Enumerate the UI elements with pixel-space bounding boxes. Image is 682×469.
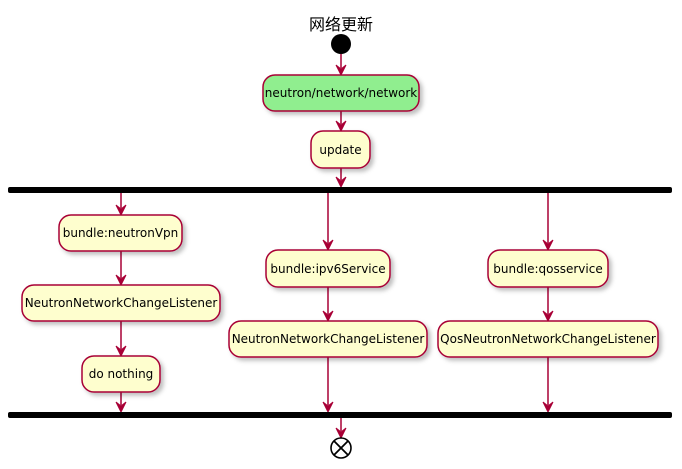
activity-update: update xyxy=(310,130,371,169)
arrow-start-to-endpoint xyxy=(335,64,347,77)
arrow-join-to-end xyxy=(335,427,347,440)
arrow-ipv6-listener-to-join xyxy=(322,401,334,414)
activity-listener-ipv6: NeutronNetworkChangeListener xyxy=(228,320,428,358)
arrow-qos-listener-to-join xyxy=(542,401,554,414)
arrow-endpoint-to-update xyxy=(335,120,347,133)
arrow-fork-to-neutronvpn xyxy=(115,204,127,217)
arrow-neutronvpn-to-listener xyxy=(115,274,127,287)
start-node xyxy=(331,34,351,54)
activity-bundle-neutronvpn: bundle:neutronVpn xyxy=(58,214,183,252)
activity-bundle-neutronvpn-label: bundle:neutronVpn xyxy=(63,226,179,240)
activity-listener-vpn: NeutronNetworkChangeListener xyxy=(21,284,221,322)
arrow-listener-to-donothing xyxy=(115,345,127,358)
arrow-donothing-to-join xyxy=(115,401,127,414)
edges xyxy=(115,54,554,440)
activity-bundle-qos: bundle:qosservice xyxy=(487,249,609,288)
activity-bundle-ipv6-label: bundle:ipv6Service xyxy=(270,262,385,276)
activity-listener-vpn-label: NeutronNetworkChangeListener xyxy=(25,296,218,310)
activity-listener-ipv6-label: NeutronNetworkChangeListener xyxy=(232,332,425,346)
activity-listener-qos: QosNeutronNetworkChangeListener xyxy=(437,320,659,358)
activity-update-label: update xyxy=(319,143,361,157)
activity-bundle-ipv6: bundle:ipv6Service xyxy=(265,249,391,288)
activity-bundle-qos-label: bundle:qosservice xyxy=(493,262,602,276)
arrow-fork-to-qos xyxy=(542,239,554,252)
fork-bar xyxy=(8,187,672,193)
activity-do-nothing-label: do nothing xyxy=(89,367,154,381)
arrow-qos-to-listener xyxy=(542,310,554,323)
arrow-ipv6-to-listener xyxy=(322,310,334,323)
activity-endpoint: neutron/network/network xyxy=(262,74,420,112)
end-node xyxy=(330,437,352,459)
arrow-update-to-fork xyxy=(335,176,347,189)
join-bar xyxy=(8,412,672,418)
activity-do-nothing: do nothing xyxy=(81,355,161,393)
diagram-title: 网络更新 xyxy=(309,15,373,34)
activity-endpoint-label: neutron/network/network xyxy=(265,86,418,100)
arrow-fork-to-ipv6 xyxy=(322,239,334,252)
activity-listener-qos-label: QosNeutronNetworkChangeListener xyxy=(440,332,656,346)
